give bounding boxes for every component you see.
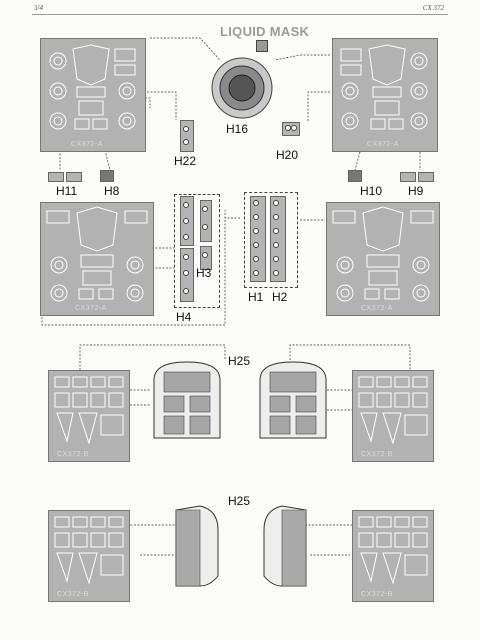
label-h25-bottom: H25	[228, 494, 251, 508]
strip-hole	[285, 125, 291, 131]
mask-strip-h1	[250, 196, 266, 282]
mask-sheet-a-top-left: CX372-A	[40, 38, 146, 152]
mask-sheet-pattern	[358, 376, 428, 445]
mask-part-h9	[400, 172, 416, 182]
mask-sheet-pattern	[49, 44, 136, 130]
strip-hole	[273, 214, 279, 220]
strip-hole	[202, 224, 208, 230]
strip-hole	[253, 242, 259, 248]
sheet-code: CX372-B	[361, 451, 393, 458]
label-h22: H22	[174, 154, 197, 168]
label-h8: H8	[104, 184, 120, 198]
mask-sheet-pattern	[340, 44, 428, 130]
strip-hole	[253, 256, 259, 262]
sheet-code: CX372-A	[361, 305, 393, 312]
sheet-code: CX372-A	[75, 305, 107, 312]
mask-part-h11b	[66, 172, 82, 182]
strip-hole	[253, 200, 259, 206]
mask-strip-h22	[180, 120, 194, 152]
mask-part-h11	[48, 172, 64, 182]
sheet-code: CX372-A	[71, 141, 103, 148]
mask-sheet-a-mid-left: CX372-A	[40, 202, 154, 316]
label-h3: H3	[196, 266, 212, 280]
label-h1: H1	[248, 290, 264, 304]
header-rule	[32, 14, 448, 15]
strip-hole	[273, 270, 279, 276]
strip-group-h3-h4	[174, 194, 220, 308]
canopy-mask-h25-right	[259, 361, 327, 439]
strip-hole	[273, 228, 279, 234]
sheet-code: CX372-B	[57, 591, 89, 598]
strip-hole	[183, 218, 189, 224]
small-mask-h16-tab	[256, 40, 268, 52]
side-canopy-mask-left	[175, 505, 219, 587]
mask-sheet-pattern	[54, 516, 124, 585]
page-number: 3/4	[34, 4, 43, 12]
label-h20: H20	[276, 148, 299, 162]
strip-hole	[183, 139, 189, 145]
mask-sheet-pattern	[54, 376, 124, 445]
sheet-code: CX372-B	[361, 591, 393, 598]
page-title: LIQUID MASK	[220, 24, 310, 39]
strip-hole	[183, 234, 189, 240]
canopy-mask-h25-left	[153, 361, 221, 439]
label-h11: H11	[56, 184, 78, 198]
strip-hole	[183, 270, 189, 276]
strip-hole	[183, 254, 189, 260]
mask-sheet-pattern	[332, 206, 434, 302]
mask-sheet-b-lower-left: CX372-B	[48, 510, 130, 602]
side-canopy-mask-right	[263, 505, 307, 587]
mask-sheet-a-mid-right: CX372-A	[326, 202, 440, 316]
product-code: CX 372	[422, 4, 444, 12]
strip-hole	[183, 126, 189, 132]
mask-strip-h2	[270, 196, 286, 282]
strip-hole	[273, 242, 279, 248]
sheet-code: CX372-B	[57, 451, 89, 458]
strip-hole	[183, 202, 189, 208]
lens-mask-h16	[211, 57, 273, 119]
label-h25-top: H25	[228, 354, 251, 368]
mask-part-h9b	[418, 172, 434, 182]
strip-hole	[273, 256, 279, 262]
sheet-code: CX372-A	[367, 141, 399, 148]
mask-part-h8	[100, 170, 114, 182]
mask-part-h10	[348, 170, 362, 182]
label-h16: H16	[226, 122, 249, 136]
mask-sheet-a-top-right: CX372-A	[332, 38, 438, 152]
mask-sheet-pattern	[358, 516, 428, 585]
mask-sheet-pattern	[46, 206, 148, 302]
strip-hole	[253, 228, 259, 234]
strip-hole	[183, 288, 189, 294]
strip-hole	[273, 200, 279, 206]
strip-hole	[253, 214, 259, 220]
strip-group-h1-h2	[244, 192, 298, 288]
strip-hole	[202, 252, 208, 258]
strip-hole	[291, 125, 297, 131]
label-h2: H2	[272, 290, 288, 304]
label-h4: H4	[176, 310, 192, 324]
strip-hole	[253, 270, 259, 276]
mask-sheet-b-upper-left: CX372-B	[48, 370, 130, 462]
label-h9: H9	[408, 184, 424, 198]
mask-sheet-b-upper-right: CX372-B	[352, 370, 434, 462]
strip-hole	[202, 206, 208, 212]
mask-sheet-b-lower-right: CX372-B	[352, 510, 434, 602]
label-h10: H10	[360, 184, 383, 198]
